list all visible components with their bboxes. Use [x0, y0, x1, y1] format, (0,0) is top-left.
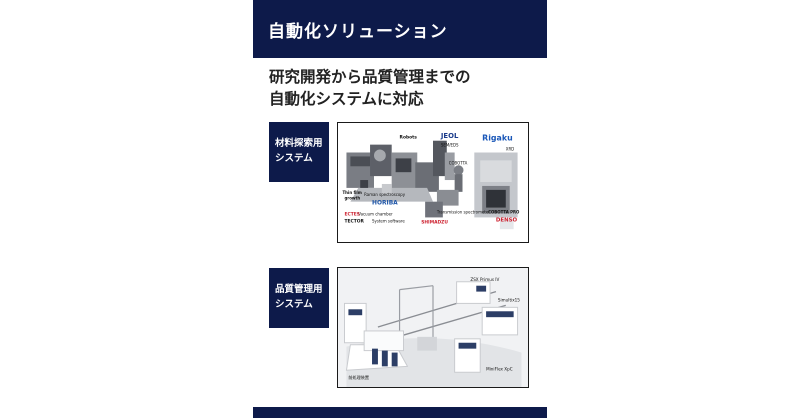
subtitle-line-1: 研究開発から品質管理までの: [269, 68, 471, 86]
logo-shimadzu: SHIMADZU: [421, 219, 448, 225]
label-simultix: Simultix15: [498, 297, 520, 302]
lab-automation-illustration: Robots JEOL SEM/EDS Rigaku XRD COBOTTA T…: [338, 123, 528, 242]
qc-automation-illustration: ZSX Primus IV Simultix15 MiniFlex XpC 前処…: [338, 268, 528, 387]
label-miniflex: MiniFlex XpC: [486, 366, 513, 371]
label-line-1: 材料探索用: [275, 138, 323, 149]
label-pretreatment: 前処理装置: [348, 374, 369, 380]
content-panel: 自動化ソリューション 研究開発から品質管理までの 自動化システムに対応 材料探索…: [253, 0, 547, 418]
subtitle-line-2: 自動化システムに対応: [269, 90, 424, 108]
label-material-search-system: 材料探索用 システム: [269, 122, 329, 182]
quality-control-system-image: ZSX Primus IV Simultix15 MiniFlex XpC 前処…: [337, 267, 529, 388]
section-header: 自動化ソリューション: [253, 0, 547, 58]
label-xrd: XRD: [506, 147, 514, 152]
label-line-1: 品質管理用: [275, 284, 323, 295]
material-search-system-image: Robots JEOL SEM/EDS Rigaku XRD COBOTTA T…: [337, 122, 529, 243]
section-title: 自動化ソリューション: [268, 21, 448, 42]
label-sem-eds: SEM/EDS: [441, 143, 459, 148]
label-line-2: システム: [275, 153, 313, 164]
label-growth: growth: [344, 196, 360, 201]
label-raman: Raman spectroscopy: [364, 192, 406, 197]
label-cobotta: COBOTTA: [449, 160, 468, 165]
label-zsx-primus: ZSX Primus IV: [470, 277, 499, 282]
label-line-2: システム: [275, 299, 313, 310]
label-cobotta-pro: COBOTTA PRO: [488, 209, 520, 214]
label-thin-film: Thin film: [343, 190, 362, 195]
label-robots: Robots: [400, 135, 418, 141]
logo-rigaku: Rigaku: [482, 134, 513, 143]
logo-jeol: JEOL: [440, 132, 459, 140]
label-system-software: System software: [372, 218, 405, 223]
label-transmission: Transmission spectrometer: [436, 209, 490, 214]
label-vacuum: Vacuum chamber: [358, 211, 393, 216]
logo-ectes: ECTES: [344, 211, 359, 217]
logo-horiba: HORIBA: [372, 201, 398, 207]
subtitle: 研究開発から品質管理までの 自動化システムに対応: [269, 66, 539, 110]
footer-bar: [253, 407, 547, 418]
logo-tector: TECTOR: [344, 218, 364, 224]
label-quality-control-system: 品質管理用 システム: [269, 268, 329, 328]
logo-denso: DENSO: [496, 217, 518, 223]
